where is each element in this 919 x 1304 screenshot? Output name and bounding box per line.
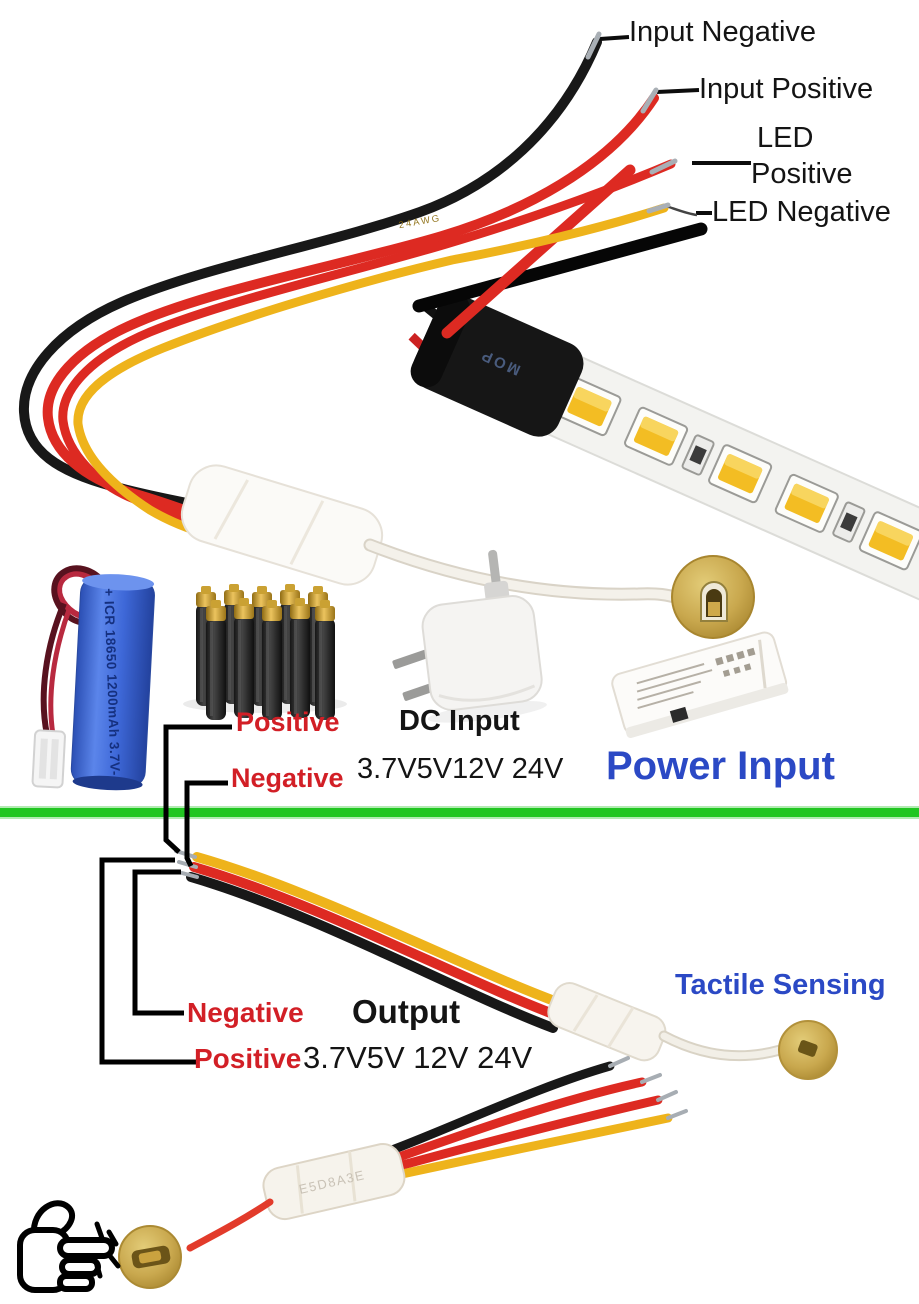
label-input-positive: Input Positive (699, 73, 874, 105)
label-positive-top: Positive (236, 707, 340, 737)
annotation-line-led-negative (412, 222, 708, 313)
top-cable-bundle (18, 37, 676, 540)
adapter-body (421, 595, 543, 711)
battery-18650 (31, 565, 155, 791)
tap-hand-icon (17, 1200, 115, 1293)
disc-keyhole-nub (708, 602, 720, 616)
led-driver (611, 631, 789, 739)
label-output: Output (352, 993, 461, 1030)
wire-input-positive (42, 93, 659, 521)
label-negative-bottom: Negative (187, 997, 304, 1028)
wire-led-negative (73, 203, 669, 540)
label-dc-voltages: 3.7V5V12V 24V (357, 753, 564, 785)
output-wire-red (189, 862, 566, 1022)
output-module-wires (387, 1061, 673, 1179)
annotation-brackets (99, 724, 232, 1065)
touch-disc-1 (671, 555, 755, 639)
bracket-positive-top (163, 724, 232, 854)
label-connector-lines (599, 35, 751, 215)
touch-disc-2 (778, 1020, 838, 1080)
controller-cable (363, 538, 685, 605)
hand-index-finger (57, 1237, 115, 1259)
hand-folded-finger (59, 1257, 101, 1277)
dc-plug-tip (488, 549, 501, 586)
label-led-positive-line1: LED (757, 122, 814, 154)
battery-connector (31, 729, 66, 789)
wire-tips-bottom (608, 1056, 688, 1120)
thin-wire-led-negative (665, 204, 698, 217)
disc-slot-inner (138, 1250, 162, 1264)
tap-rays (93, 1221, 121, 1279)
aa-battery-pack (183, 584, 347, 720)
sensor-wire-red (186, 1198, 274, 1252)
output-wire-black (186, 872, 558, 1033)
label-led-negative: LED Negative (712, 196, 891, 228)
hand-folded-finger (57, 1273, 95, 1292)
divider-line (0, 806, 919, 819)
driver-connector (669, 706, 689, 723)
wire-tips-top (585, 31, 678, 214)
controller-module-2 (547, 982, 667, 1062)
bracket-positive-bottom (99, 857, 196, 1065)
controller-module-3 (262, 1143, 406, 1221)
strip-heat-shrink-end (410, 293, 471, 388)
label-input-negative: Input Negative (629, 16, 817, 48)
label-dc-input: DC Input (399, 705, 520, 737)
label-negative-top: Negative (231, 763, 344, 793)
output-cable (186, 852, 573, 1033)
label-tactile-sensing: Tactile Sensing (675, 969, 886, 1001)
disc-marking (797, 1040, 818, 1057)
label-led-positive-line2: Positive (751, 158, 853, 190)
label-positive-bottom: Positive (194, 1043, 302, 1074)
bracket-negative-bottom (132, 869, 184, 1016)
label-output-voltages: 3.7V5V 12V 24V (303, 1040, 533, 1075)
label-power-input: Power Input (606, 744, 835, 788)
touch-disc-3 (118, 1225, 182, 1289)
sensor-cable (658, 1030, 786, 1062)
output-wire-yellow (192, 852, 573, 1011)
hand-thumb (30, 1200, 75, 1237)
dc-adapter (392, 549, 547, 723)
bracket-negative-top (184, 780, 228, 868)
controller-module-1 (180, 464, 384, 586)
